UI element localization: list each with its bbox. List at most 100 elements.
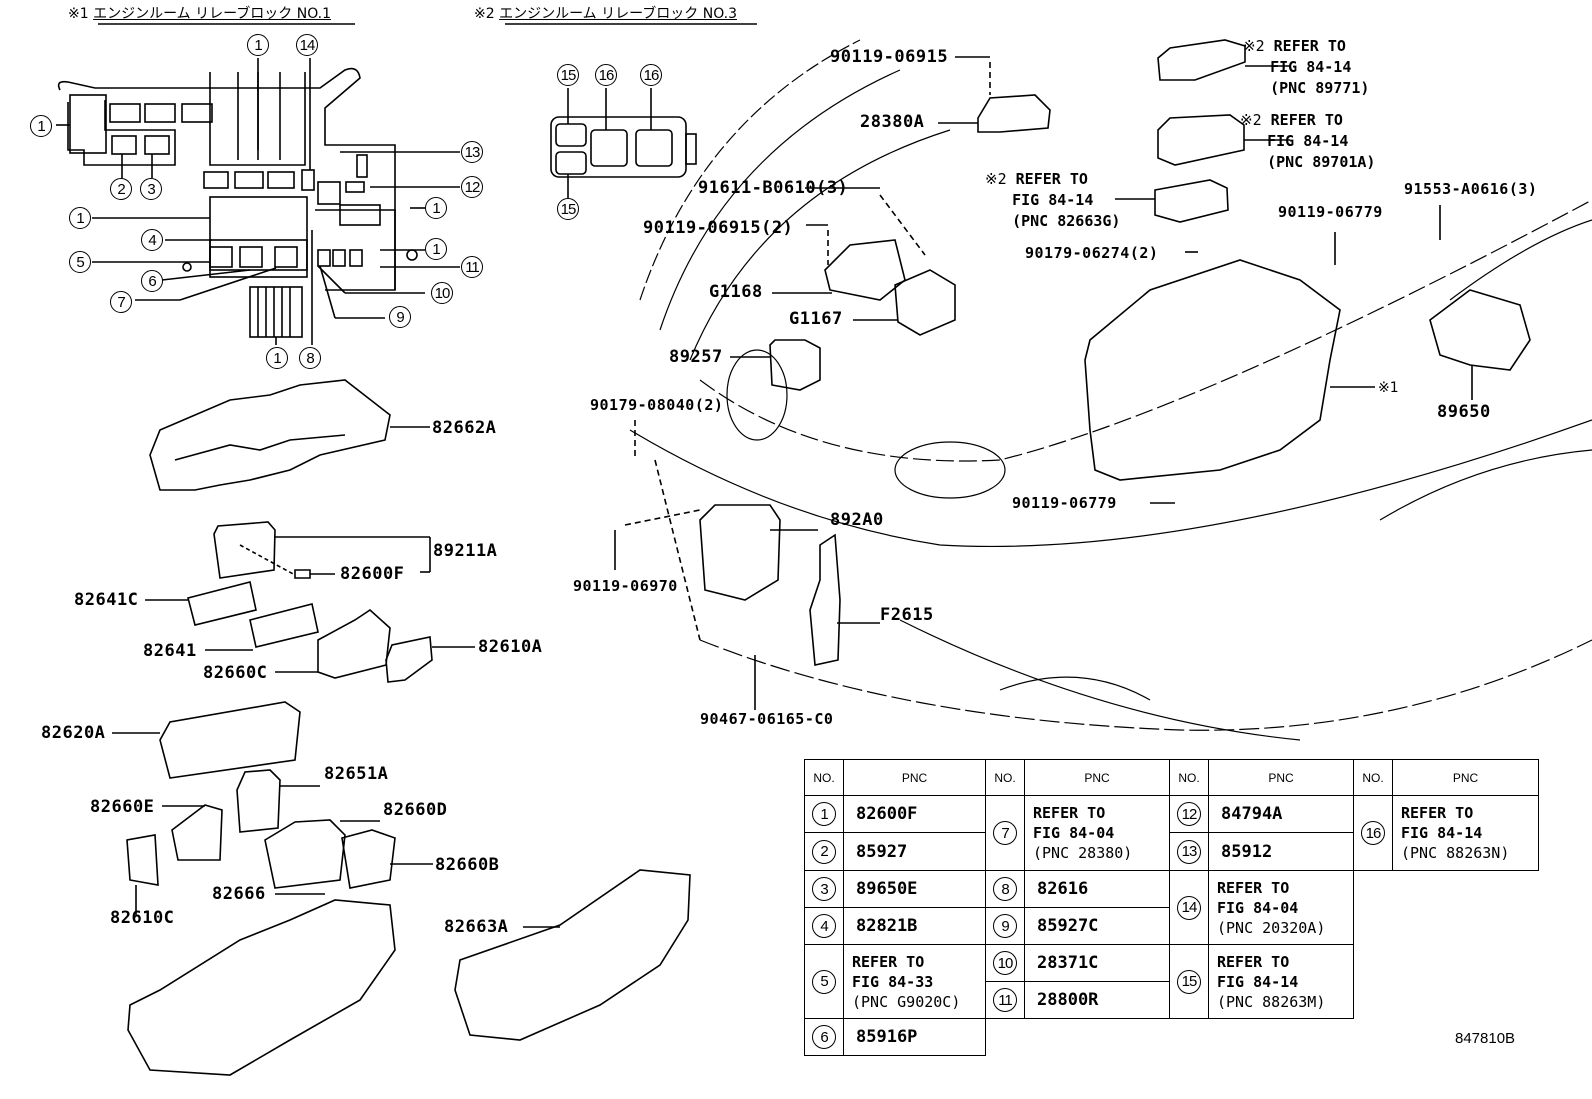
header-pnc: PNC <box>1392 759 1539 796</box>
part-label-82660D: 82660D <box>383 800 448 820</box>
ref-line: REFER TO <box>1033 804 1106 822</box>
part-label-82662A: 82662A <box>432 418 497 438</box>
part-label-90467-06165-C0: 90467-06165-C0 <box>700 710 834 728</box>
part-label-82641C: 82641C <box>74 590 139 610</box>
table-cell-reference: REFER TO FIG 84-04 (PNC 28380) <box>1024 795 1170 871</box>
table-cell-pnc: 85912 <box>1208 832 1354 871</box>
item-number: 12 <box>1177 802 1201 826</box>
header-pnc: PNC <box>1024 759 1170 796</box>
table-empty <box>1354 871 1539 1056</box>
part-label-89257: 89257 <box>669 347 723 367</box>
table-row-no: 9 <box>985 907 1025 945</box>
part-label-G1167: G1167 <box>789 309 843 329</box>
relay-block-3-header: ※2 エンジンルーム リレーブロック NO.3 <box>474 7 737 21</box>
part-label-82641: 82641 <box>143 641 197 661</box>
note-line: REFER TO <box>1015 170 1088 188</box>
item-number: 1 <box>812 802 836 826</box>
header-mark: ※1 <box>68 6 89 22</box>
table-row-no: 14 <box>1169 870 1209 945</box>
note-line: REFER TO <box>1270 111 1343 129</box>
part-label-G1168: G1168 <box>709 282 763 302</box>
note-mark: ※2 <box>1243 37 1265 55</box>
callout-1: 1 <box>247 34 269 56</box>
note-mark: ※2 <box>1240 111 1262 129</box>
ref-pnc: (PNC G9020C) <box>852 992 961 1011</box>
header-no: NO. <box>985 759 1025 796</box>
part-label-89211A: 89211A <box>433 541 498 561</box>
relay-block-3-schematic <box>550 88 697 198</box>
part-label-28380A: 28380A <box>860 112 925 132</box>
item-number: 7 <box>993 821 1017 845</box>
callout-7: 7 <box>110 291 132 313</box>
callout-1: 1 <box>69 207 91 229</box>
note-line: FIG 84-14 <box>1270 58 1352 76</box>
header-no: NO. <box>1353 759 1393 796</box>
callout-16: 16 <box>640 64 662 86</box>
item-number: 15 <box>1177 969 1201 994</box>
item-number: 5 <box>812 969 836 994</box>
pnc-table: NO. PNC NO. PNC NO. PNC NO. PNC 1 82600F… <box>804 759 1539 1056</box>
mark-x1: ※1 <box>1378 380 1399 396</box>
part-label-F2615: F2615 <box>880 605 934 625</box>
header-pnc: PNC <box>843 759 986 796</box>
table-row-no: 7 <box>985 795 1025 871</box>
table-row-no: 16 <box>1353 795 1393 871</box>
ref-line: REFER TO <box>852 952 925 971</box>
header-title: エンジンルーム リレーブロック NO.3 <box>499 6 738 22</box>
table-row-no: 10 <box>985 944 1025 982</box>
callout-11: 11 <box>461 256 483 278</box>
part-label-90179-08040: 90179-08040(2) <box>590 396 724 414</box>
ref-pnc: (PNC 88263M) <box>1217 992 1326 1011</box>
note-pnc-89701A: ※2 REFER TO FIG 84-14 (PNC 89701A) <box>1240 110 1375 173</box>
callout-1: 1 <box>266 347 288 369</box>
table-row-no: 3 <box>804 870 844 908</box>
header-no: NO. <box>1169 759 1209 796</box>
relay-block-1-schematic <box>56 58 460 345</box>
part-label-82600F: 82600F <box>340 564 405 584</box>
table-row-no: 4 <box>804 907 844 945</box>
part-label-90119-06779-bottom: 90119-06779 <box>1012 494 1117 512</box>
item-number: 2 <box>812 839 836 864</box>
part-label-89650: 89650 <box>1437 402 1491 422</box>
ref-line: REFER TO <box>1401 804 1474 822</box>
table-cell-pnc: 28800R <box>1024 981 1170 1019</box>
vehicle-body-outline <box>629 39 1592 741</box>
table-row-no: 11 <box>985 981 1025 1019</box>
part-label-892A0: 892A0 <box>830 510 884 530</box>
ref-line: FIG 84-04 <box>1033 824 1115 842</box>
part-label-82610A: 82610A <box>478 637 543 657</box>
part-label-82660C: 82660C <box>203 663 268 683</box>
header-mark: ※2 <box>474 6 495 22</box>
table-cell-reference: REFER TO FIG 84-14 (PNC 88263M) <box>1208 944 1354 1019</box>
callout-9: 9 <box>389 306 411 328</box>
ref-line: FIG 84-14 <box>1217 972 1299 991</box>
callout-1: 1 <box>30 115 52 137</box>
callout-5: 5 <box>69 251 91 273</box>
table-cell-pnc: 82616 <box>1024 870 1170 908</box>
callout-16: 16 <box>595 64 617 86</box>
item-number: 9 <box>993 914 1017 938</box>
callout-12: 12 <box>461 176 483 198</box>
part-label-82620A: 82620A <box>41 723 106 743</box>
figure-number: 847810B <box>1455 1030 1516 1047</box>
note-pnc-82663G: ※2 REFER TO FIG 84-14 (PNC 82663G) <box>985 169 1120 232</box>
relay-block-1-header: ※1 エンジンルーム リレーブロック NO.1 <box>68 7 331 21</box>
note-mark: ※2 <box>985 170 1007 188</box>
part-label-90119-06970: 90119-06970 <box>573 577 678 595</box>
ref-line: FIG 84-33 <box>852 972 934 991</box>
callout-15: 15 <box>557 64 579 86</box>
part-label-90179-06274: 90179-06274(2) <box>1025 244 1159 262</box>
part-label-82666: 82666 <box>212 884 266 904</box>
table-empty <box>986 1019 1354 1056</box>
part-label-82660B: 82660B <box>435 855 500 875</box>
header-pnc: PNC <box>1208 759 1354 796</box>
part-label-82660E: 82660E <box>90 797 155 817</box>
item-number: 6 <box>812 1025 836 1049</box>
table-cell-pnc: 82600F <box>843 795 986 833</box>
table-row-no: 15 <box>1169 944 1209 1019</box>
ref-pnc: (PNC 20320A) <box>1217 918 1326 937</box>
header-title: エンジンルーム リレーブロック NO.1 <box>93 6 332 22</box>
table-cell-pnc: 84794A <box>1208 795 1354 833</box>
note-line: REFER TO <box>1273 37 1346 55</box>
